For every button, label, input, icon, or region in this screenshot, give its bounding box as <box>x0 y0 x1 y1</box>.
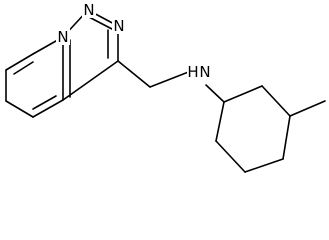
bond <box>205 84 225 103</box>
methyl-bond <box>289 100 326 117</box>
bond <box>244 158 284 173</box>
bond <box>5 100 34 118</box>
bond <box>32 99 64 118</box>
double-bond-inner <box>13 61 34 75</box>
bond <box>223 85 263 103</box>
atom-n: N <box>199 63 210 81</box>
bond <box>215 101 225 142</box>
atom-n2: N <box>113 17 124 35</box>
bond <box>117 60 151 88</box>
atom-nh-bg <box>187 63 211 81</box>
bond <box>261 85 291 117</box>
bond <box>149 70 192 88</box>
pyridine-ring <box>5 36 71 118</box>
atom-n2-bg <box>112 17 126 34</box>
atom-labels: N N N H N <box>56 1 211 81</box>
double-bond-inner <box>32 95 57 110</box>
chemical-structure: N N N H N <box>5 1 326 173</box>
atom-n1-bg <box>82 1 96 18</box>
cyclohexane-ring <box>215 85 326 173</box>
linker <box>117 60 225 103</box>
bond <box>282 115 291 160</box>
bond <box>5 53 34 71</box>
bond <box>62 60 119 101</box>
triazole-ring <box>62 9 119 101</box>
atom-n1: N <box>83 1 94 19</box>
bond <box>215 140 246 173</box>
atom-n3: N <box>57 28 68 46</box>
atom-n3-bg <box>56 28 70 45</box>
atom-h: H <box>187 63 198 81</box>
